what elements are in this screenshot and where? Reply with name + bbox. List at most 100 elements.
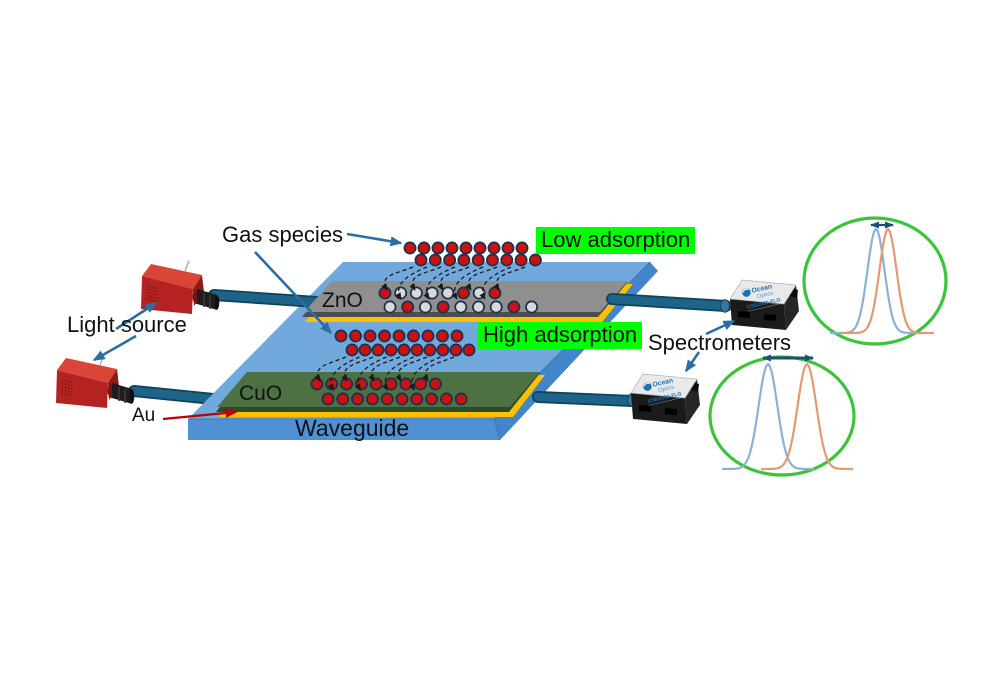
gas-molecule-dot [409,286,423,300]
zno-layer-label: ZnO [322,289,363,312]
adsorption-arc [423,266,456,300]
low-shift-inset [802,216,948,346]
gas-molecule-dot [457,286,470,300]
gas-molecule-dot [345,343,359,357]
gas-molecule-dot [369,377,383,391]
gas-molecule-dot [514,253,528,267]
high-adsorption-label: High adsorption [478,322,643,350]
gas-molecule-dot [340,377,354,391]
spectrometer-brand-text: Ocean [751,283,773,294]
gas-molecule-dot [459,241,473,255]
annotation-arrow [684,351,701,373]
adsorption-arc [409,266,442,291]
adsorption-arc [479,266,512,300]
gas-molecule-dot [336,392,350,406]
gas-molecule-dot [321,392,335,406]
adsorption-arc [341,356,374,382]
gas-molecule-dot [525,300,539,314]
gas-molecule-dot [454,300,468,314]
gas-molecule-dot [472,300,485,314]
light-source-device [141,260,220,314]
gas-molecule-dot [414,377,428,391]
gas-molecule-dot [436,329,449,343]
gas-molecule-dot [410,392,424,406]
adsorption-arc [314,356,347,382]
gas-molecule-dot [471,253,485,267]
annotation-arrow [254,251,333,335]
gas-molecule-dot [428,377,442,391]
annotation-arrow [92,334,137,362]
gas-molecule-dot [425,392,439,406]
adsorption-arc [327,356,360,391]
gas-molecule-dot [334,329,348,343]
gas-molecule-dot [310,377,324,391]
gas-molecule-dot [421,329,435,343]
adsorption-arc [395,266,428,300]
gas-molecule-dot [397,343,411,357]
annotation-arrow [115,301,158,331]
gas-molecule-dot [371,343,385,357]
high-shift-inset [708,355,856,477]
waveguide-front-face [188,419,500,440]
gas-molecule-dot [489,300,503,314]
spectrometer-brand-text: Ocean [652,377,674,388]
adsorption-arc [395,356,428,382]
gas-molecule-dot [507,300,521,314]
gas-molecule-dot [443,253,457,267]
gas-molecule-dot [515,241,529,255]
adsorption-arc [381,356,414,391]
adsorption-arc [451,266,484,300]
gas-molecule-dot [407,329,420,343]
annotation-arrow [162,408,238,421]
gas-molecule-dot [394,286,408,300]
low-adsorption-label: Low adsorption [536,227,696,255]
gas-molecule-dot [401,300,415,314]
gas-molecule-dot [365,392,379,406]
adsorption-arc [381,266,414,291]
gas-molecule-dot [383,300,397,314]
gas-molecule-dot [417,241,431,255]
gas-molecule-dot [454,392,468,406]
gas-molecule-dot [418,300,432,314]
gas-molecule-dot [457,253,471,267]
gas-molecule-dot [487,241,501,255]
gas-molecule-dot [403,241,417,255]
gas-molecule-dot [445,241,459,255]
gas-molecule-dot [436,300,450,314]
gas-molecule-dot [441,286,455,300]
gas-molecule-dot [423,343,437,357]
au-layer-label: Au [132,405,156,426]
light-source-device [56,354,135,408]
annotation-arrow [346,232,403,247]
gas-molecule-dot [349,329,362,343]
annotation-arrow [705,319,736,336]
gas-molecule-dot [410,343,424,357]
gas-molecule-dot [439,392,453,406]
spectrometer-brand-text2: Optics [658,385,675,395]
adsorption-arc [437,266,470,291]
adsorption-arc [408,356,441,391]
light-source-label: Light source [67,312,187,337]
gas-molecule-dot [363,329,377,343]
gas-molecule-dot [399,377,413,391]
spectrometers-label: Spectrometers [648,330,792,355]
waveguide-label: Waveguide [295,415,410,441]
gas-molecule-dot [449,343,463,357]
gas-species-label: Gas species [222,222,344,247]
gas-molecule-dot [378,329,391,343]
cuo-layer-label: CuO [239,382,283,405]
gas-molecule-dot [462,343,476,357]
adsorption-arc [368,356,401,382]
gas-molecule-dot [395,392,409,406]
gas-molecule-dot [500,253,514,267]
gas-molecule-dot [384,343,398,357]
gas-molecule-dot [450,329,464,343]
gas-molecule-dot [351,392,365,406]
gas-molecule-dot [358,343,372,357]
gas-molecule-dot [431,241,445,255]
gas-molecule-dot [528,253,542,267]
